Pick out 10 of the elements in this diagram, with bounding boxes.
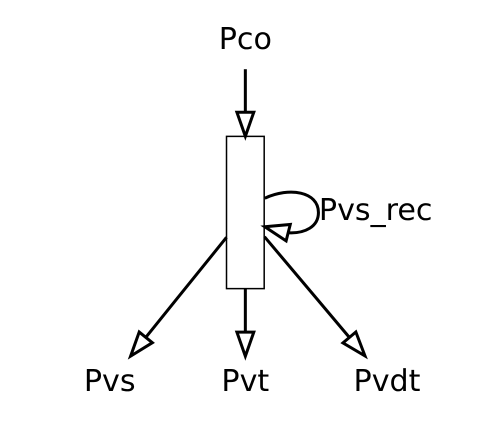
arrow: [127, 236, 228, 360]
arrow: [234, 69, 256, 141]
node-text: Pvdt: [353, 364, 420, 400]
node-text: Pvt: [220, 364, 269, 400]
arrow: [260, 190, 320, 244]
arrow: [234, 288, 256, 361]
node-text: Pvs: [83, 364, 136, 400]
edge-label: Pvs_rec: [318, 193, 432, 228]
node-bar: [225, 136, 264, 290]
node-text: Pco: [218, 22, 272, 57]
